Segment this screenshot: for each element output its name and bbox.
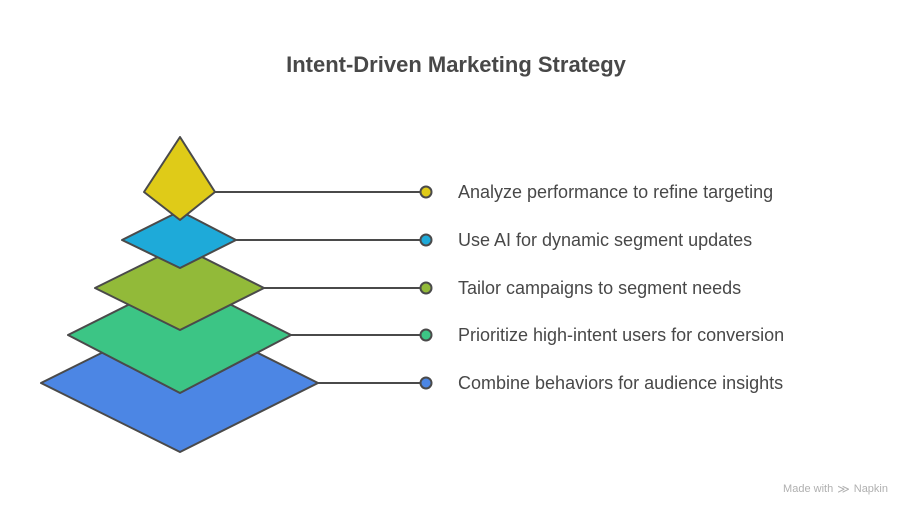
- layer-label-4: Prioritize high-intent users for convers…: [458, 325, 785, 345]
- made-with-napkin-footer: Made with ≫ Napkin: [783, 482, 888, 496]
- napkin-brand-text: Napkin: [853, 483, 888, 495]
- bullet-dot-icon: [419, 328, 433, 342]
- layer-label-2: Use AI for dynamic segment updates: [458, 230, 753, 250]
- bullet-dot-icon: [419, 233, 433, 247]
- made-with-text: Made with: [783, 483, 834, 495]
- layer-label-5: Combine behaviors for audience insights: [458, 373, 784, 393]
- bullet-dot-icon: [419, 281, 433, 295]
- layer-label-1: Analyze performance to refine targeting: [458, 182, 774, 202]
- pyramid-layer-1-apex: [143, 136, 216, 221]
- diagram-title: Intent-Driven Marketing Strategy: [286, 52, 626, 77]
- layer-label-3: Tailor campaigns to segment needs: [458, 278, 742, 298]
- bullet-dot-icon: [419, 376, 433, 390]
- napkin-logo-icon: ≫: [837, 482, 850, 496]
- bullet-dot-icon: [419, 185, 433, 199]
